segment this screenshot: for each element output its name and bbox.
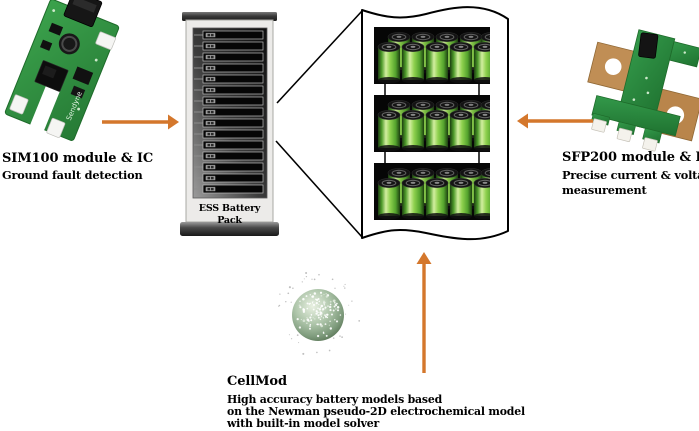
battery-pack-label: ESS Battery Pack bbox=[198, 203, 261, 226]
sfp200-title: SFP200 module & IC bbox=[562, 150, 699, 165]
rack-top-cap bbox=[182, 12, 277, 21]
rack-slots bbox=[193, 30, 264, 194]
sim100-caption: SIM100 module & IC Ground fault detectio… bbox=[2, 151, 153, 183]
cellmod-line1: High accuracy battery models based bbox=[227, 393, 442, 406]
rack-bottom-cap bbox=[180, 222, 279, 236]
battery-rack bbox=[180, 12, 279, 236]
sfp200-board-photo bbox=[587, 29, 699, 152]
sfp200-caption: SFP200 module & IC Precise current & vol… bbox=[562, 150, 699, 198]
cellmod-title: CellMod bbox=[227, 374, 287, 389]
battery-module-2 bbox=[374, 95, 503, 152]
battery-module-3 bbox=[374, 163, 503, 220]
cellmod-sphere bbox=[278, 272, 361, 355]
arrow-sim100-to-pack bbox=[102, 114, 179, 130]
cellmod-line3: with built-in model solver bbox=[227, 416, 380, 430]
cellmod-description: High accuracy battery models based on th… bbox=[227, 394, 525, 429]
cellmod-caption: CellMod High accuracy battery models bas… bbox=[227, 374, 525, 429]
cellmod-line2: on the Newman pseudo-2D electrochemical … bbox=[227, 404, 525, 418]
sim100-subtitle: Ground fault detection bbox=[2, 168, 143, 182]
sfp200-subtitle-line1: Precise current & voltage bbox=[562, 168, 699, 182]
sphere-speckles bbox=[278, 272, 361, 355]
magnifier-callout bbox=[275, 6, 509, 241]
sfp200-subtitle-line2: measurement bbox=[562, 183, 647, 197]
arrow-sfp200-to-cells bbox=[517, 113, 593, 129]
battery-module-1 bbox=[374, 27, 503, 84]
arrow-cellmod-to-cells bbox=[416, 252, 432, 373]
sim100-board-photo: Sendyne bbox=[4, 0, 120, 141]
sim100-title: SIM100 module & IC bbox=[2, 151, 154, 166]
